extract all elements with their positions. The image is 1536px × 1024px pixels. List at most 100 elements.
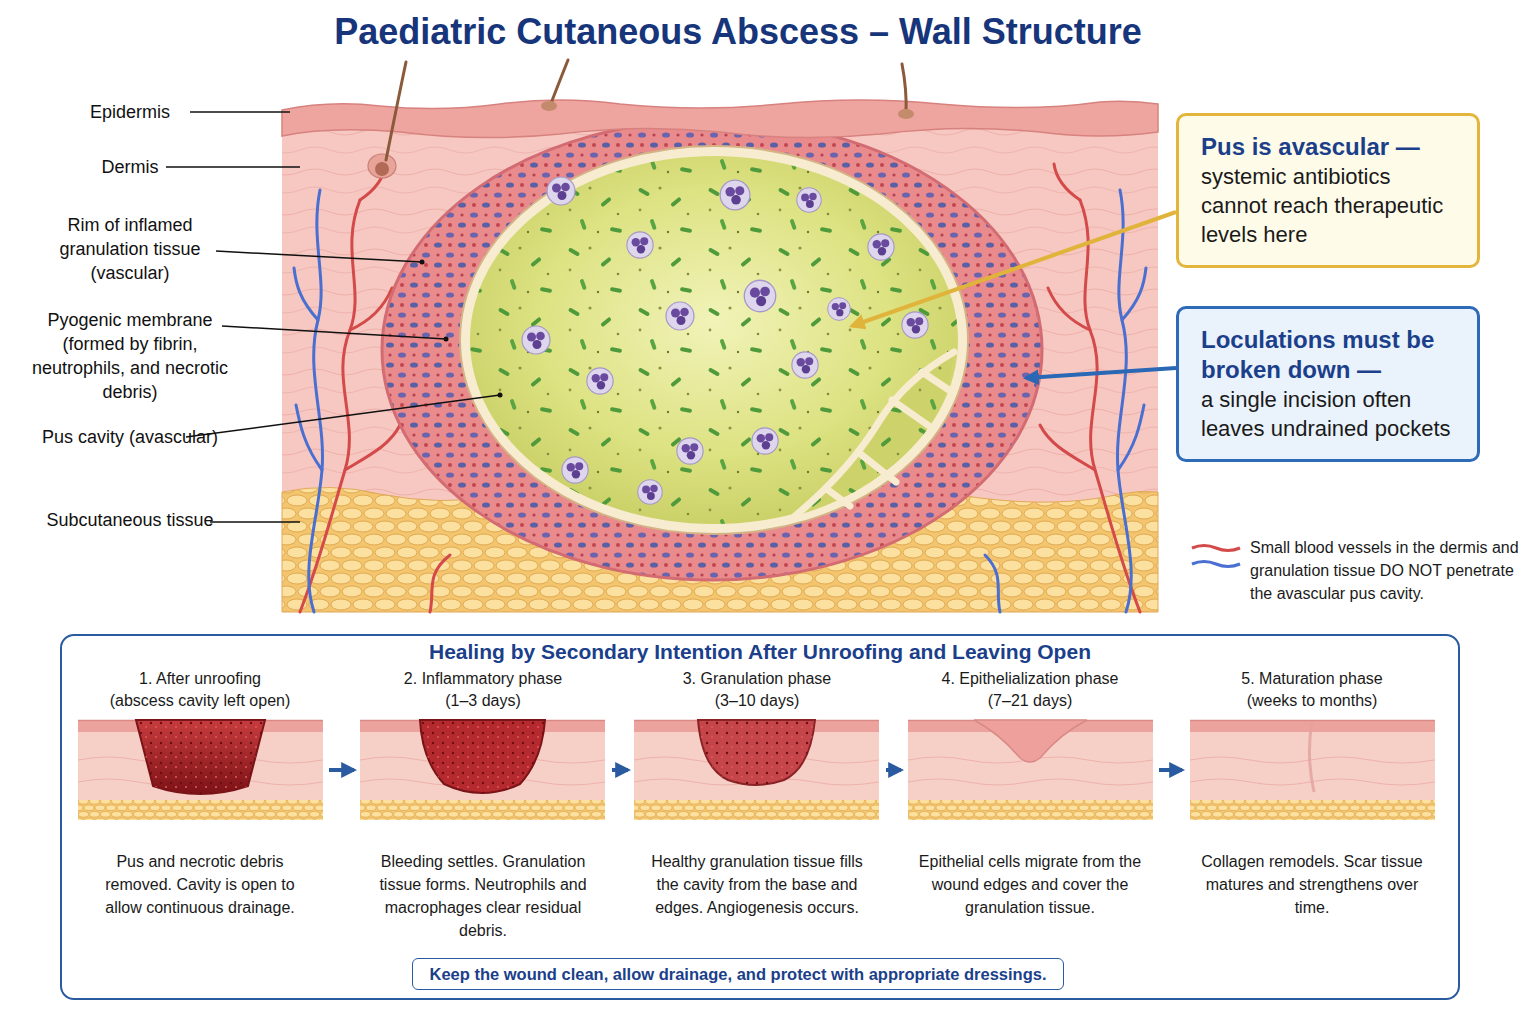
callout-body: systemic antibiotics cannot reach therap… [1201, 162, 1455, 249]
panel-title: Healing by Secondary Intention After Unr… [62, 640, 1458, 664]
callout-heading: Loculations must be broken down — [1201, 325, 1455, 385]
pus-bacteria [470, 156, 958, 524]
neutrophil [797, 188, 822, 213]
pyogenic-membrane [460, 146, 968, 534]
open-cavity [420, 720, 545, 793]
healing-step: 5. Maturation phase (weeks to months)Col… [1186, 668, 1438, 952]
vein [1122, 268, 1146, 320]
callout-pointer [852, 212, 1176, 326]
neutrophil [547, 177, 575, 205]
dermis-layer [282, 100, 1158, 612]
septum [795, 352, 954, 516]
flow-arrow [329, 768, 354, 772]
advice-text: Keep the wound clean, allow drainage, an… [429, 964, 1046, 984]
hair-shaft [902, 64, 906, 114]
artery [1040, 425, 1095, 470]
advice-box: Keep the wound clean, allow drainage, an… [412, 958, 1063, 990]
step-picture [78, 720, 323, 820]
hair-follicle [541, 101, 557, 111]
loculation-region [795, 352, 954, 516]
step-heading: 4. Epithelialization phase (7–21 days) [930, 668, 1130, 712]
neutrophil [666, 302, 694, 330]
neutrophil [902, 312, 928, 338]
artery [430, 555, 450, 612]
vein [985, 555, 1000, 612]
cavity-texture [136, 720, 265, 794]
vein [1117, 190, 1131, 612]
neutrophil [562, 457, 588, 483]
healing-step: 3. Granulation phase (3–10 days) Healthy … [632, 668, 882, 952]
leader-line [216, 251, 422, 262]
hair-shaft [386, 62, 406, 160]
neutrophil [744, 280, 776, 312]
leader-dot [498, 393, 503, 398]
mature-scar [1309, 722, 1314, 792]
neutrophil [720, 180, 750, 210]
part-label: Epidermis [30, 100, 230, 124]
skin-section [360, 720, 605, 820]
leader-line [166, 166, 300, 168]
skin-section [908, 720, 1153, 820]
vein [296, 405, 322, 470]
skin-section [78, 720, 323, 820]
healing-step: 1. After unroofing (abscess cavity left … [75, 668, 325, 952]
callout-pointer [1026, 368, 1176, 378]
step-description: Healthy granulation tissue fills the cav… [642, 850, 872, 919]
leader-line [210, 521, 300, 523]
leader-dots [420, 260, 503, 398]
skin-section [1190, 720, 1435, 820]
open-cavity [136, 720, 265, 794]
neutrophil [752, 428, 778, 454]
artery [1048, 288, 1090, 330]
legend-artery-sample [1192, 546, 1240, 551]
part-label: Rim of inflamed granulation tissue (vasc… [30, 213, 230, 285]
granulation-rim [382, 120, 1042, 580]
loculation-bacteria [795, 352, 954, 516]
cavity-texture [420, 720, 545, 793]
neutrophil [638, 480, 663, 505]
healing-panel: Healing by Secondary Intention After Unr… [60, 634, 1460, 1000]
neutrophil [792, 352, 818, 378]
pus-cavity [470, 156, 958, 524]
callout-body: a single incision often leaves undrained… [1201, 385, 1455, 443]
epithelialising-dip [974, 720, 1087, 762]
hair-bulb [375, 162, 389, 176]
part-label: Dermis [30, 155, 230, 179]
callout-heading: Pus is avascular — [1201, 132, 1455, 162]
granulating-cavity [698, 720, 815, 785]
leader-dot [420, 260, 425, 265]
neutrophil [587, 368, 613, 394]
vein [309, 190, 323, 612]
hair-follicle [368, 154, 396, 178]
hair-shaft [550, 60, 568, 106]
neutrophils [522, 177, 928, 504]
leader-line [190, 111, 290, 113]
leader-line [186, 395, 500, 437]
step-heading: 1. After unroofing (abscess cavity left … [108, 668, 293, 712]
artery [1054, 164, 1080, 200]
step-description: Epithelial cells migrate from the wound … [915, 850, 1145, 919]
neutrophil [828, 298, 851, 321]
cavity-texture [698, 720, 815, 785]
skin-section [634, 720, 879, 820]
epidermis-layer [282, 100, 1158, 138]
septa [795, 352, 954, 516]
neutrophil [627, 232, 653, 258]
callout-box: Pus is avascular —systemic antibiotics c… [1176, 113, 1480, 268]
step-heading: 2. Inflammatory phase (1–3 days) [396, 668, 571, 712]
step-picture [908, 720, 1153, 820]
neutrophil [868, 234, 894, 260]
healing-step: 2. Inflammatory phase (1–3 days)Bleeding… [358, 668, 608, 952]
flow-arrow [612, 768, 628, 772]
septum [922, 372, 952, 392]
flow-arrow [1159, 768, 1182, 772]
flow-arrow [886, 768, 901, 772]
vein [1118, 405, 1144, 470]
leader-lines [166, 112, 500, 522]
neutrophil [522, 326, 550, 354]
callout-box: Loculations must be broken down —a singl… [1176, 306, 1480, 462]
step-picture [634, 720, 879, 820]
step-heading: 3. Granulation phase (3–10 days) [670, 668, 845, 712]
step-description: Pus and necrotic debris removed. Cavity … [85, 850, 315, 919]
legend-text: Small blood vessels in the dermis and gr… [1250, 536, 1528, 605]
